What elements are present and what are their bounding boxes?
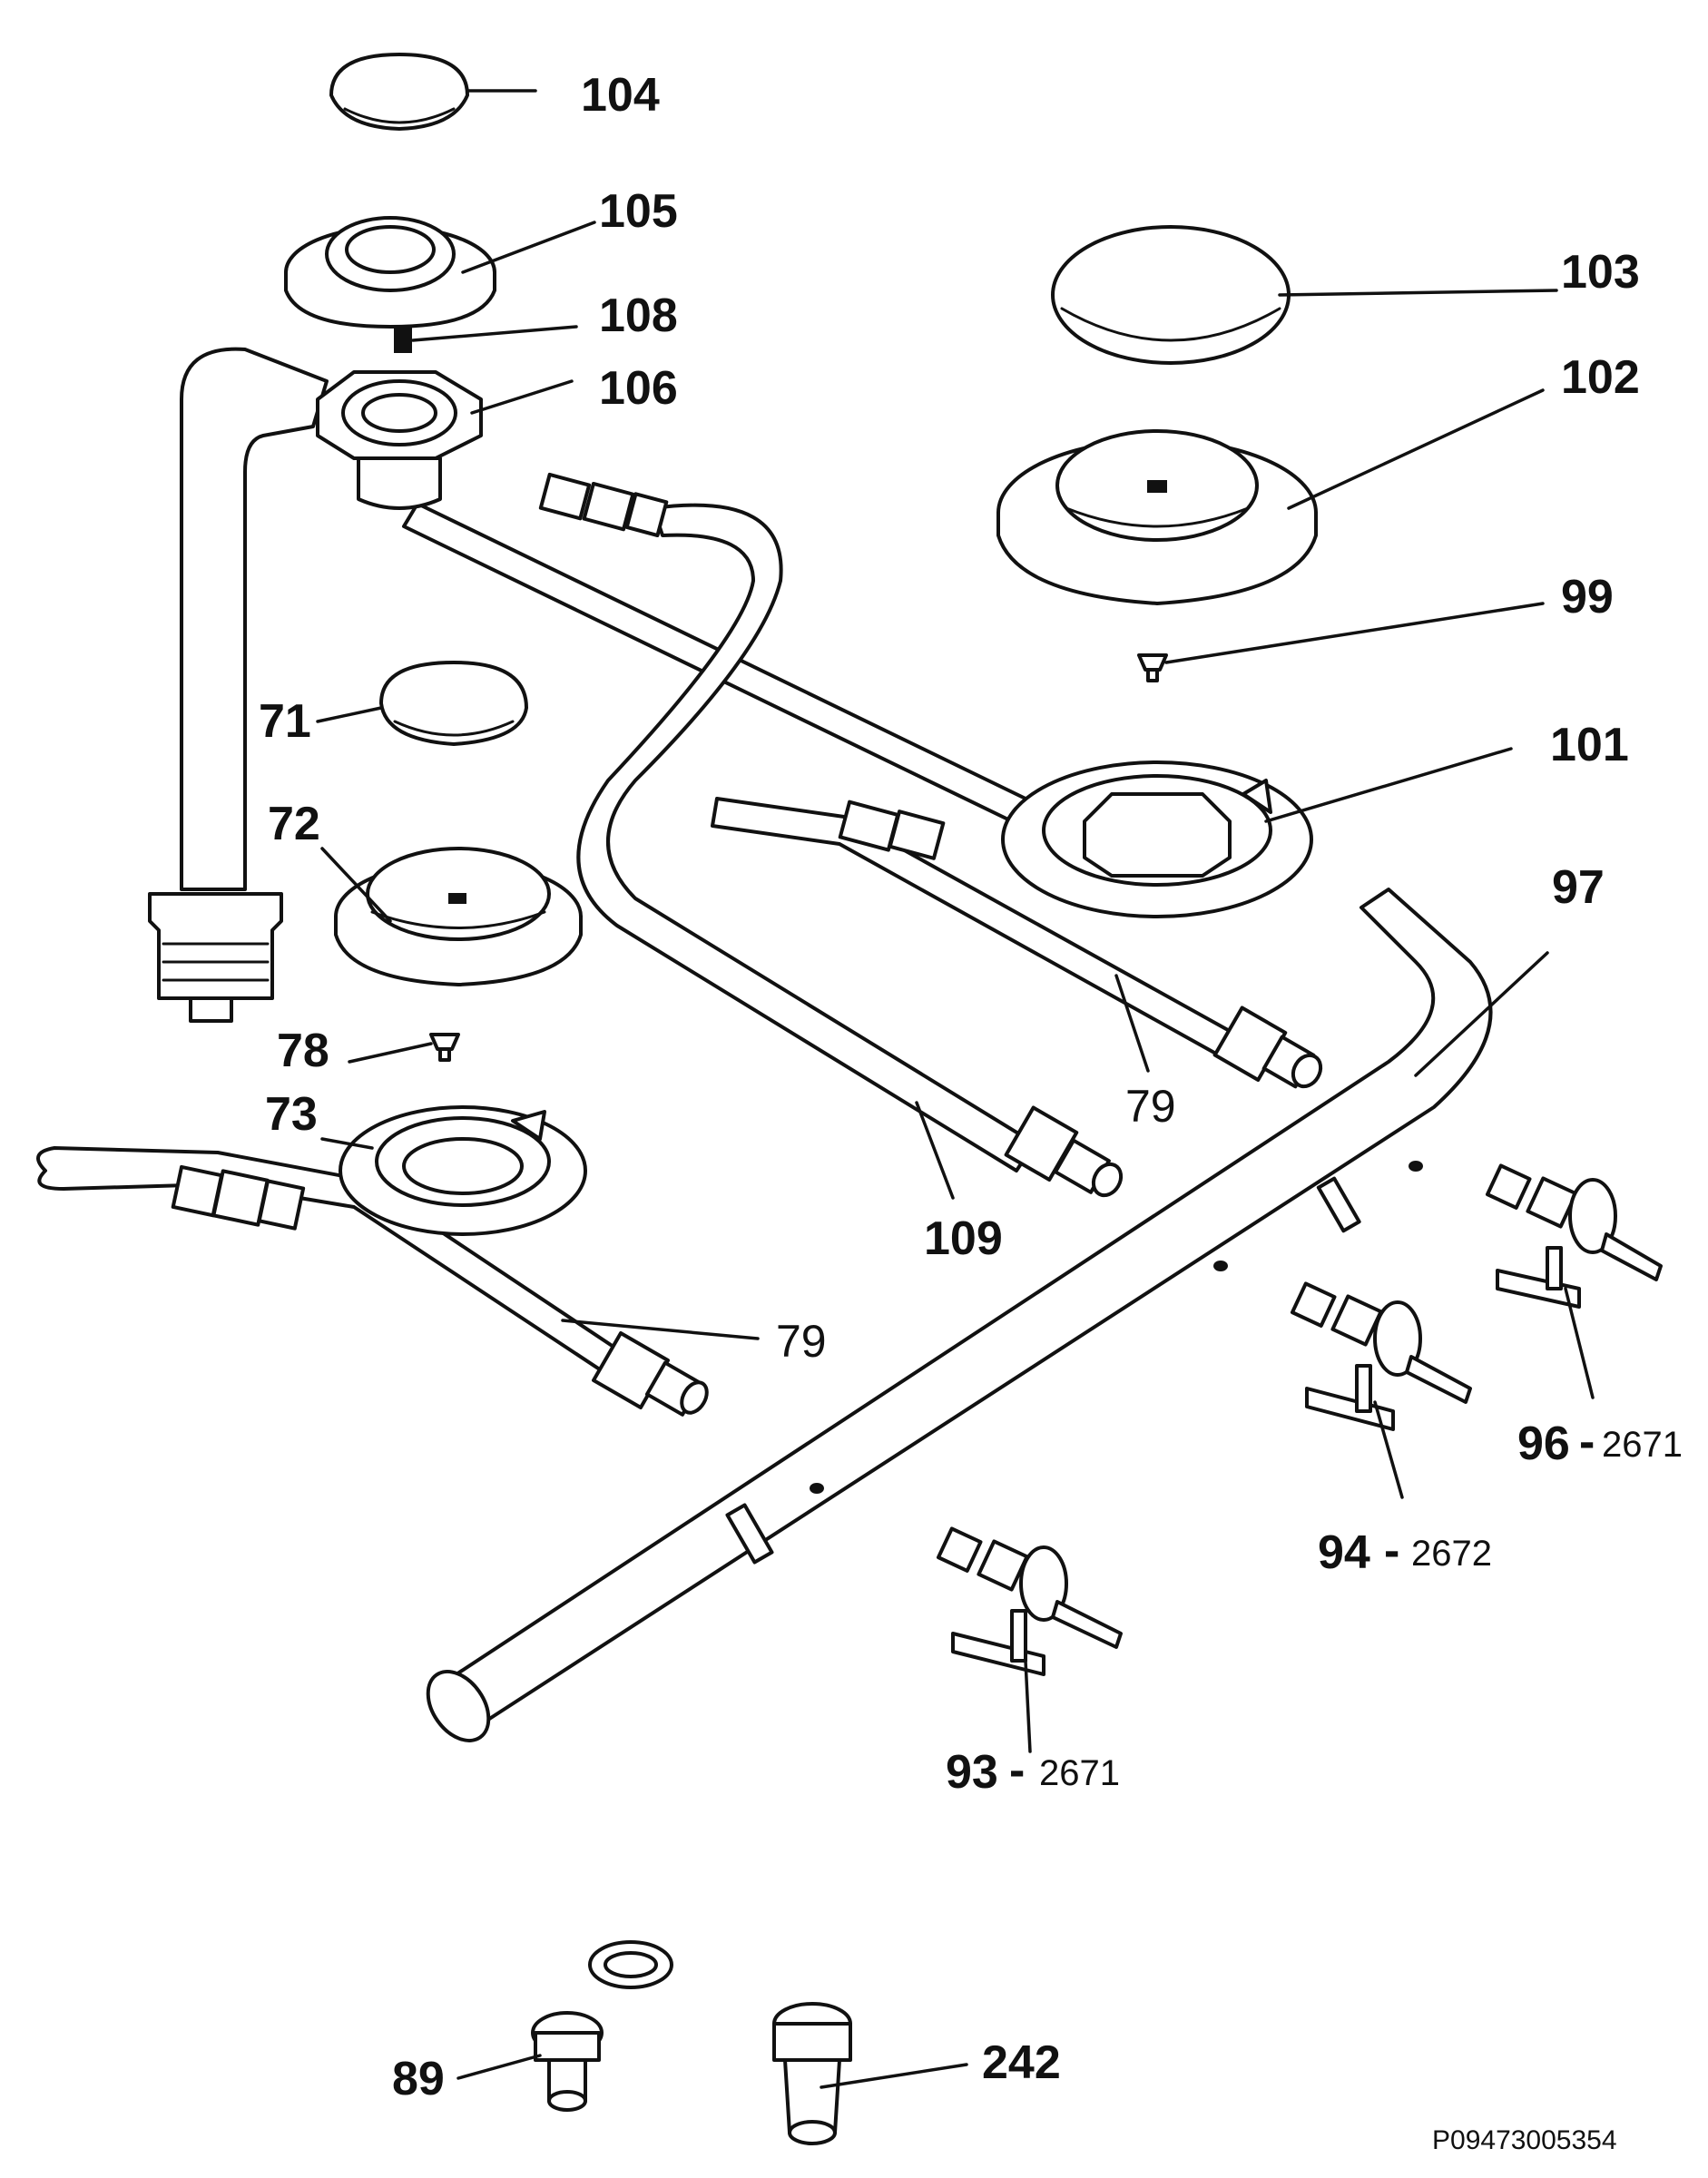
injector-89 bbox=[531, 2011, 604, 2112]
label-73: 73 bbox=[265, 1088, 318, 1141]
gas-tap-96 bbox=[1485, 1163, 1663, 1309]
screw-99 bbox=[1137, 653, 1168, 682]
supply-tube-left bbox=[148, 347, 329, 1023]
supply-tube-79-lower bbox=[36, 1146, 709, 1417]
union-fitting-242 bbox=[772, 2002, 852, 2145]
burner-crown-102 bbox=[996, 429, 1318, 605]
supply-tube-109 bbox=[538, 472, 1124, 1198]
gas-rail-97 bbox=[426, 888, 1493, 1742]
label-94-dash: - bbox=[1384, 1525, 1399, 1577]
label-96-dash: - bbox=[1579, 1416, 1595, 1468]
label-102: 102 bbox=[1561, 351, 1640, 404]
burner-crown-72 bbox=[334, 847, 583, 986]
label-93-suffix: 2671 bbox=[1039, 1753, 1120, 1793]
burner-base-73 bbox=[339, 1105, 587, 1236]
screw-78 bbox=[429, 1033, 460, 1062]
label-79-upper: 79 bbox=[1125, 1081, 1176, 1132]
washer bbox=[588, 1940, 673, 1989]
label-103: 103 bbox=[1561, 246, 1640, 299]
nut-109-bottom bbox=[1004, 1105, 1124, 1198]
label-106: 106 bbox=[599, 362, 678, 415]
burner-base-101 bbox=[1001, 760, 1313, 918]
label-96: 96 bbox=[1517, 1418, 1570, 1470]
part-labels: 104 105 108 106 103 102 99 71 101 72 97 … bbox=[259, 69, 1683, 2105]
label-79-lower: 79 bbox=[776, 1316, 827, 1367]
gas-tap-93 bbox=[936, 1526, 1123, 1676]
burner-base-106 bbox=[316, 370, 483, 510]
label-99: 99 bbox=[1561, 571, 1614, 623]
label-242: 242 bbox=[982, 2036, 1061, 2089]
injector-108 bbox=[394, 328, 412, 353]
label-105: 105 bbox=[599, 185, 678, 238]
label-94-suffix: 2672 bbox=[1411, 1534, 1492, 1574]
leader-lines bbox=[316, 89, 1595, 2089]
supply-tube-79-upper bbox=[711, 797, 1323, 1089]
document-id: P09473005354 bbox=[1432, 2125, 1617, 2155]
label-93-dash: - bbox=[1009, 1744, 1025, 1797]
label-97: 97 bbox=[1552, 861, 1605, 914]
gas-tap-94 bbox=[1290, 1281, 1472, 1431]
label-89: 89 bbox=[392, 2053, 445, 2105]
label-94: 94 bbox=[1318, 1526, 1370, 1579]
label-96-suffix: 2671 bbox=[1602, 1425, 1683, 1465]
label-71: 71 bbox=[259, 695, 311, 748]
label-101: 101 bbox=[1550, 719, 1629, 771]
burner-cap-103 bbox=[1051, 225, 1291, 365]
label-72: 72 bbox=[268, 798, 320, 850]
label-93: 93 bbox=[946, 1746, 998, 1799]
nut-109-top bbox=[538, 472, 669, 538]
burner-crown-105 bbox=[284, 216, 496, 329]
burner-cap-71 bbox=[379, 661, 528, 746]
label-109: 109 bbox=[924, 1212, 1003, 1265]
label-104: 104 bbox=[581, 69, 660, 122]
burner-cap-104 bbox=[329, 53, 469, 131]
label-78: 78 bbox=[277, 1025, 329, 1077]
label-108: 108 bbox=[599, 289, 678, 342]
